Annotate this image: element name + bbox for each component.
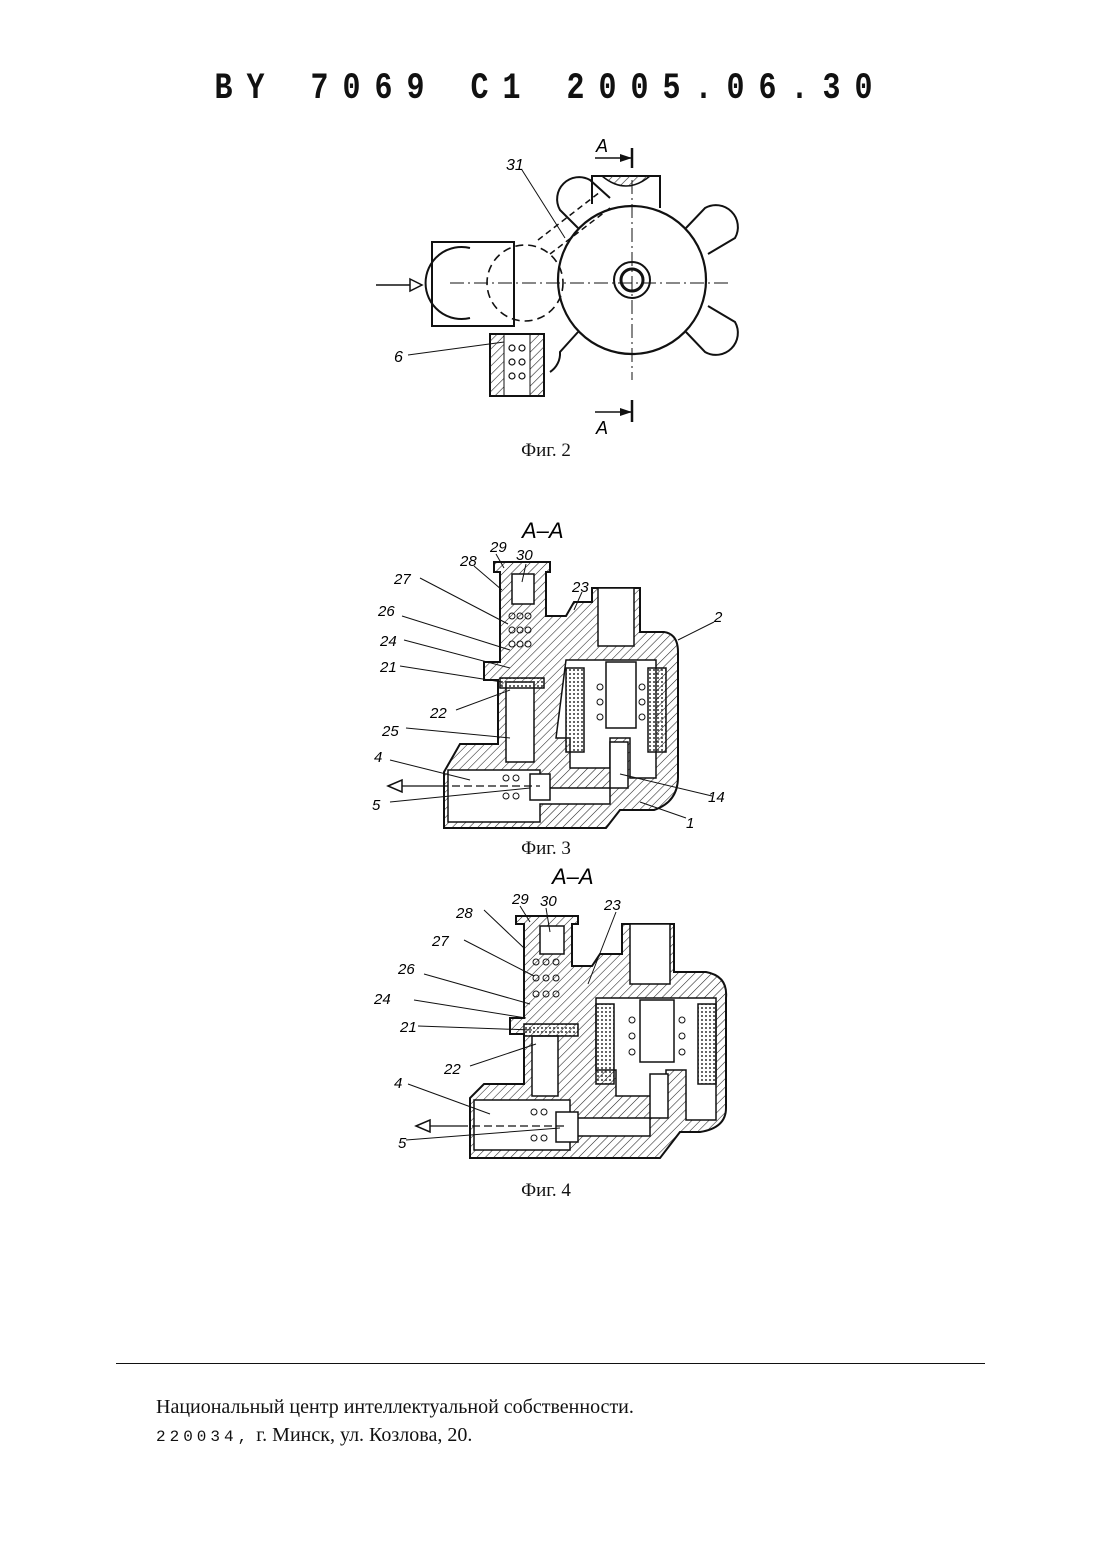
label-23: 23 (603, 897, 621, 914)
section-label-top: A (595, 136, 608, 156)
footer-organization: Национальный центр интеллектуальной собс… (156, 1393, 634, 1421)
label-1: 1 (686, 815, 694, 832)
section-title: A–A (520, 518, 564, 543)
label-5: 5 (372, 797, 381, 814)
footer-divider (116, 1363, 985, 1364)
label-6: 6 (394, 349, 403, 366)
label-26: 26 (377, 603, 395, 620)
label-2: 2 (713, 609, 723, 626)
label-30: 30 (540, 893, 557, 910)
label-5: 5 (398, 1135, 407, 1152)
footer-postcode: 220034, (156, 1428, 251, 1446)
label-14: 14 (708, 789, 725, 806)
figure-3-drawing: A–A (360, 512, 740, 842)
label-29: 29 (489, 539, 507, 556)
section-label-bottom: A (595, 418, 608, 438)
footer-address-line: 220034, г. Минск, ул. Козлова, 20. (156, 1421, 634, 1451)
label-23: 23 (571, 579, 589, 596)
label-21: 21 (379, 659, 397, 676)
footer-address: г. Минск, ул. Козлова, 20. (256, 1424, 472, 1446)
figure-4-drawing: A–A (360, 858, 740, 1178)
label-21: 21 (399, 1019, 417, 1036)
section-title: A–A (550, 864, 594, 889)
label-27: 27 (431, 933, 449, 950)
document-id: BY 7069 C1 2005.06.30 (0, 68, 1101, 111)
label-28: 28 (459, 553, 477, 570)
label-26: 26 (397, 961, 415, 978)
label-22: 22 (429, 705, 447, 722)
label-24: 24 (373, 991, 391, 1008)
label-4: 4 (374, 749, 382, 766)
label-24: 24 (379, 633, 397, 650)
label-28: 28 (455, 905, 473, 922)
label-31: 31 (506, 157, 524, 174)
label-27: 27 (393, 571, 411, 588)
figure-4-caption: Фиг. 4 (446, 1180, 646, 1202)
figure-2-drawing: 31 6 A A (370, 130, 750, 440)
label-25: 25 (381, 723, 399, 740)
label-29: 29 (511, 891, 529, 908)
footer: Национальный центр интеллектуальной собс… (156, 1393, 634, 1451)
label-4: 4 (394, 1075, 402, 1092)
label-22: 22 (443, 1061, 461, 1078)
label-30: 30 (516, 547, 533, 564)
figure-3-caption: Фиг. 3 (446, 838, 646, 860)
figure-2-caption: Фиг. 2 (446, 440, 646, 462)
